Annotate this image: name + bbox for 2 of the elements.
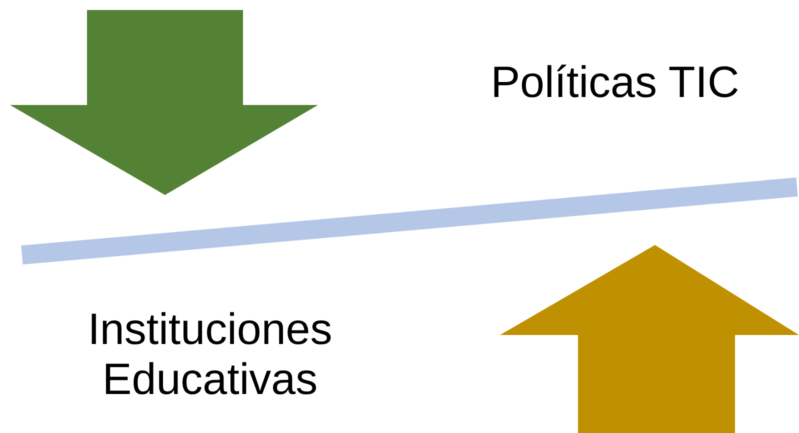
- text-label: Políticas TIC: [490, 58, 740, 108]
- text-label: Instituciones Educativas: [86, 305, 334, 405]
